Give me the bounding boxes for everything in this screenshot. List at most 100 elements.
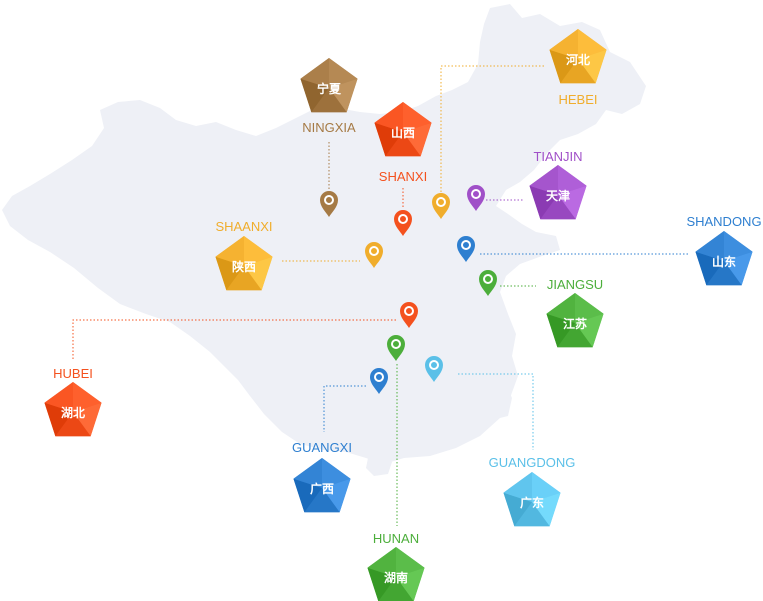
pentagon-facet [396, 547, 425, 577]
tianjin-name-en: TIANJIN [533, 149, 582, 164]
shandong-name-cn: 山东 [712, 254, 736, 269]
pentagon-facet [378, 577, 414, 601]
tianjin-name-cn: 天津 [546, 188, 570, 203]
ningxia-name-cn: 宁夏 [317, 81, 342, 96]
hebei-badge[interactable]: 河北 [549, 29, 607, 84]
pentagon-facet [44, 402, 73, 437]
guangdong-name-en: GUANGDONG [489, 455, 576, 470]
pin-ring [398, 214, 408, 224]
shandong-name-en: SHANDONG [686, 214, 761, 229]
jiangsu-badge[interactable]: 江苏 [546, 293, 604, 348]
guangxi-name-en: GUANGXI [292, 440, 352, 455]
pentagon-facet [44, 382, 73, 412]
pentagon-facet [575, 313, 604, 348]
tianjin-pin-icon[interactable] [467, 185, 485, 211]
hubei-badge[interactable]: 湖北 [44, 382, 102, 437]
hubei-name-en: HUBEI [53, 366, 93, 381]
guangxi-name-cn: 广西 [310, 481, 334, 496]
pentagon-facet [532, 492, 561, 527]
shanxi-badge[interactable]: 山西 [374, 102, 432, 157]
jiangsu-name-en: JIANGSU [547, 277, 603, 292]
pin-ring [369, 246, 379, 256]
shandong-pin-icon[interactable] [457, 236, 475, 262]
hebei-name-en: HEBEI [558, 92, 597, 107]
jiangsu-pin-icon[interactable] [479, 270, 497, 296]
pin-ring [391, 339, 401, 349]
connector-guangxi [323, 385, 366, 432]
pentagon-facet [546, 293, 575, 323]
pentagon-facet [385, 132, 421, 157]
pin-ring [429, 360, 439, 370]
pentagon-facet [403, 102, 432, 132]
pentagon-facet [578, 49, 607, 84]
shandong-badge[interactable]: 山东 [695, 231, 753, 286]
jiangsu-name-cn: 江苏 [563, 316, 587, 331]
ningxia-badge[interactable]: 宁夏 [300, 58, 358, 113]
hubei-pin-icon[interactable] [400, 302, 418, 328]
pentagon-facet [557, 323, 593, 348]
guangdong-pin-icon[interactable] [425, 356, 443, 382]
guangdong-badge[interactable]: 广东 [503, 472, 561, 527]
hunan-badge[interactable]: 湖南 [367, 547, 425, 601]
pin-ring [324, 195, 334, 205]
pentagon-facet [374, 122, 403, 157]
pentagon-facet [329, 78, 358, 113]
pentagon-facet [322, 478, 351, 513]
ningxia-name-en: NINGXIA [302, 120, 356, 135]
shanxi-pin-icon[interactable] [394, 210, 412, 236]
pentagon-facet [396, 567, 425, 601]
tianjin-badge[interactable]: 天津 [529, 165, 587, 220]
pentagon-facet [244, 256, 273, 291]
pin-ring [461, 240, 471, 250]
hebei-pin-icon[interactable] [432, 193, 450, 219]
pentagon-facet [503, 492, 532, 527]
pentagon-facet [503, 472, 532, 502]
pentagon-facet [215, 256, 244, 291]
pentagon-facet [215, 236, 244, 266]
shanxi-name-en: SHANXI [379, 169, 427, 184]
pentagon-facet [706, 261, 742, 286]
pentagon-facet [73, 382, 102, 412]
pentagon-facet [374, 102, 403, 132]
pentagon-facet [367, 567, 396, 601]
connector-hubei [72, 319, 396, 360]
shaanxi-pin-icon[interactable] [365, 242, 383, 268]
pin-ring [404, 306, 414, 316]
taiwan-island [496, 384, 512, 418]
hunan-name-en: HUNAN [373, 531, 419, 546]
pentagon-facet [695, 231, 724, 261]
shanxi-name-cn: 山西 [391, 125, 415, 140]
guangxi-pin-icon[interactable] [370, 368, 388, 394]
pentagon-facet [695, 251, 724, 286]
hebei-name-cn: 河北 [565, 52, 590, 67]
pentagon-facet [549, 29, 578, 59]
pentagon-facet [403, 122, 432, 157]
pentagon-facet [322, 458, 351, 488]
pentagon-facet [540, 195, 576, 220]
china-landmass [2, 4, 646, 464]
ningxia-pin-icon[interactable] [320, 191, 338, 217]
pentagon-facet [514, 502, 550, 527]
hainan-island [366, 454, 392, 476]
hunan-name-cn: 湖南 [384, 570, 408, 585]
pentagon-facet [304, 488, 340, 513]
hunan-pin-icon[interactable] [387, 335, 405, 361]
pentagon-facet [300, 58, 329, 88]
shaanxi-badge[interactable]: 陕西 [215, 236, 273, 291]
pentagon-facet [293, 458, 322, 488]
pentagon-facet [55, 412, 91, 437]
pentagon-facet [724, 231, 753, 261]
pentagon-facet [300, 78, 329, 113]
pentagon-facet [558, 185, 587, 220]
guangxi-badge[interactable]: 广西 [293, 458, 351, 513]
pentagon-facet [558, 165, 587, 195]
hubei-name-cn: 湖北 [61, 405, 85, 420]
pin-ring [471, 189, 481, 199]
pentagon-facet [329, 58, 358, 88]
pentagon-facet [311, 88, 347, 113]
pentagon-facet [293, 478, 322, 513]
pentagon-facet [578, 29, 607, 59]
pentagon-facet [73, 402, 102, 437]
